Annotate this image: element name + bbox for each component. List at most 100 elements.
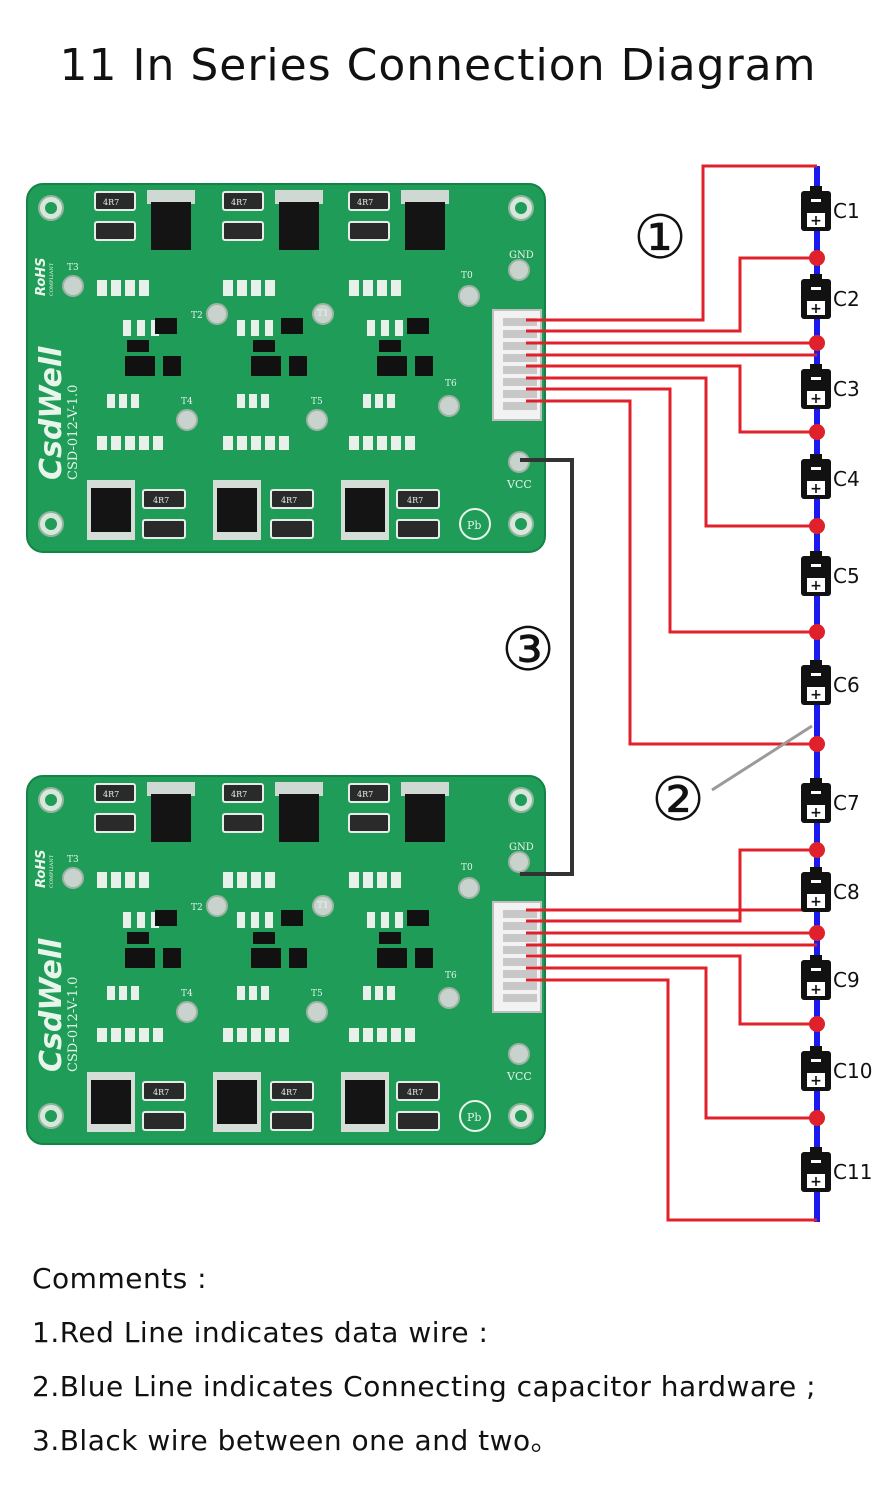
capacitor-label: C2 — [833, 287, 860, 311]
capacitor-label: C6 — [833, 673, 860, 697]
minus-icon — [811, 673, 821, 676]
capacitor-label: C7 — [833, 791, 860, 815]
tp-label: T3 — [67, 263, 79, 273]
resistor-label: 4R7 — [281, 1088, 297, 1097]
plus-icon: + — [810, 481, 822, 497]
plus-icon: + — [810, 1073, 822, 1089]
tp-label: T3 — [67, 855, 79, 865]
capacitor-label: C8 — [833, 880, 860, 904]
plus-icon: + — [810, 391, 822, 407]
resistor-label: 4R7 — [281, 496, 297, 505]
tp-label: T5 — [311, 397, 323, 407]
minus-icon — [811, 1160, 821, 1163]
resistor-label: 4R7 — [153, 496, 169, 505]
capacitor-c9: + C9 — [801, 955, 860, 1000]
capacitor-label: C10 — [833, 1059, 872, 1083]
comments-block: Comments : 1.Red Line indicates data wir… — [32, 1252, 816, 1468]
capacitor-label: C5 — [833, 564, 860, 588]
minus-icon — [811, 467, 821, 470]
black-board-link-wire — [520, 458, 574, 876]
vcc-label: VCC — [506, 1070, 532, 1083]
minus-icon — [811, 564, 821, 567]
callout-2-leader — [711, 724, 813, 792]
resistor-label: 4R7 — [357, 790, 373, 799]
tp-label: T6 — [445, 971, 457, 981]
resistor-label: 4R7 — [231, 790, 247, 799]
comments-heading: Comments : — [32, 1262, 208, 1295]
capacitor-label: C3 — [833, 377, 860, 401]
minus-icon — [811, 968, 821, 971]
vcc-label: VCC — [506, 478, 532, 491]
red-data-wires-board-1 — [526, 164, 817, 746]
capacitor-c3: + C3 — [801, 364, 860, 409]
minus-icon — [811, 287, 821, 290]
callout-2: ② — [651, 765, 705, 835]
plus-icon: + — [810, 301, 822, 317]
board-model: CSD-012-V-1.0 — [66, 385, 81, 480]
plus-icon: + — [810, 687, 822, 703]
page-title: 11 In Series Connection Diagram — [59, 40, 817, 91]
comment-line-2: 2.Blue Line indicates Connecting capacit… — [32, 1370, 817, 1403]
brand-logo: CsdWell — [34, 346, 69, 480]
resistor-label: 4R7 — [103, 790, 119, 799]
tp-label: T0 — [461, 271, 473, 281]
plus-icon: + — [810, 578, 822, 594]
capacitor-label: C4 — [833, 467, 860, 491]
minus-icon — [811, 1059, 821, 1062]
capacitor-label: C11 — [833, 1160, 872, 1184]
tp-label: T1 — [317, 309, 329, 319]
plus-icon: + — [810, 213, 822, 229]
plus-icon: + — [810, 805, 822, 821]
capacitor-c8: + C8 — [801, 867, 860, 912]
gnd-label: GND — [509, 842, 534, 853]
board-model: CSD-012-V-1.0 — [66, 977, 81, 1072]
rohs-mark: RoHS — [34, 257, 49, 296]
tp-label: T4 — [181, 989, 193, 999]
minus-icon — [811, 377, 821, 380]
resistor-label: 4R7 — [407, 1088, 423, 1097]
capacitor-column: + C1 + C2 + C3 + C4 + C5 + C6 + C7 + C8 + C9 + C10 + C11 — [801, 186, 872, 1192]
plus-icon: + — [810, 894, 822, 910]
pcb-board-1: CsdWell CSD-012-V-1.0 RoHS COMPLIANT Pb … — [26, 183, 546, 553]
tp-label: T0 — [461, 863, 473, 873]
junction-dots — [809, 250, 825, 1126]
capacitor-c1: + C1 — [801, 186, 860, 231]
capacitor-c2: + C2 — [801, 274, 860, 319]
tp-label: T4 — [181, 397, 193, 407]
capacitor-c5: + C5 — [801, 551, 860, 596]
comment-line-1: 1.Red Line indicates data wire : — [32, 1316, 489, 1349]
capacitor-label: C1 — [833, 199, 860, 223]
plus-icon: + — [810, 982, 822, 998]
rohs-sub: COMPLIANT — [49, 262, 55, 296]
comment-line-3: 3.Black wire between one and two。 — [32, 1424, 560, 1457]
gnd-label: GND — [509, 250, 534, 261]
tp-label: T1 — [317, 901, 329, 911]
plus-icon: + — [810, 1174, 822, 1190]
capacitor-c6: + C6 — [801, 660, 860, 705]
pb-mark: Pb — [467, 1111, 481, 1124]
rohs-mark: RoHS — [34, 849, 49, 888]
minus-icon — [811, 199, 821, 202]
minus-icon — [811, 791, 821, 794]
tp-label: T2 — [191, 311, 203, 321]
red-data-wires-board-2 — [526, 848, 817, 1222]
resistor-label: 4R7 — [103, 198, 119, 207]
brand-logo: CsdWell — [34, 938, 69, 1072]
pcb-board-2: CsdWell CSD-012-V-1.0 RoHS COMPLIANT Pb … — [26, 775, 546, 1145]
tp-label: T6 — [445, 379, 457, 389]
pb-mark: Pb — [467, 519, 481, 532]
capacitor-c7: + C7 — [801, 778, 860, 823]
tp-label: T2 — [191, 903, 203, 913]
capacitor-label: C9 — [833, 968, 860, 992]
resistor-label: 4R7 — [231, 198, 247, 207]
resistor-label: 4R7 — [153, 1088, 169, 1097]
callout-1: ① — [633, 203, 687, 273]
minus-icon — [811, 880, 821, 883]
resistor-label: 4R7 — [357, 198, 373, 207]
rohs-sub: COMPLIANT — [49, 854, 55, 888]
capacitor-c11: + C11 — [801, 1147, 872, 1192]
tp-label: T5 — [311, 989, 323, 999]
resistor-label: 4R7 — [407, 496, 423, 505]
capacitor-c10: + C10 — [801, 1046, 872, 1091]
